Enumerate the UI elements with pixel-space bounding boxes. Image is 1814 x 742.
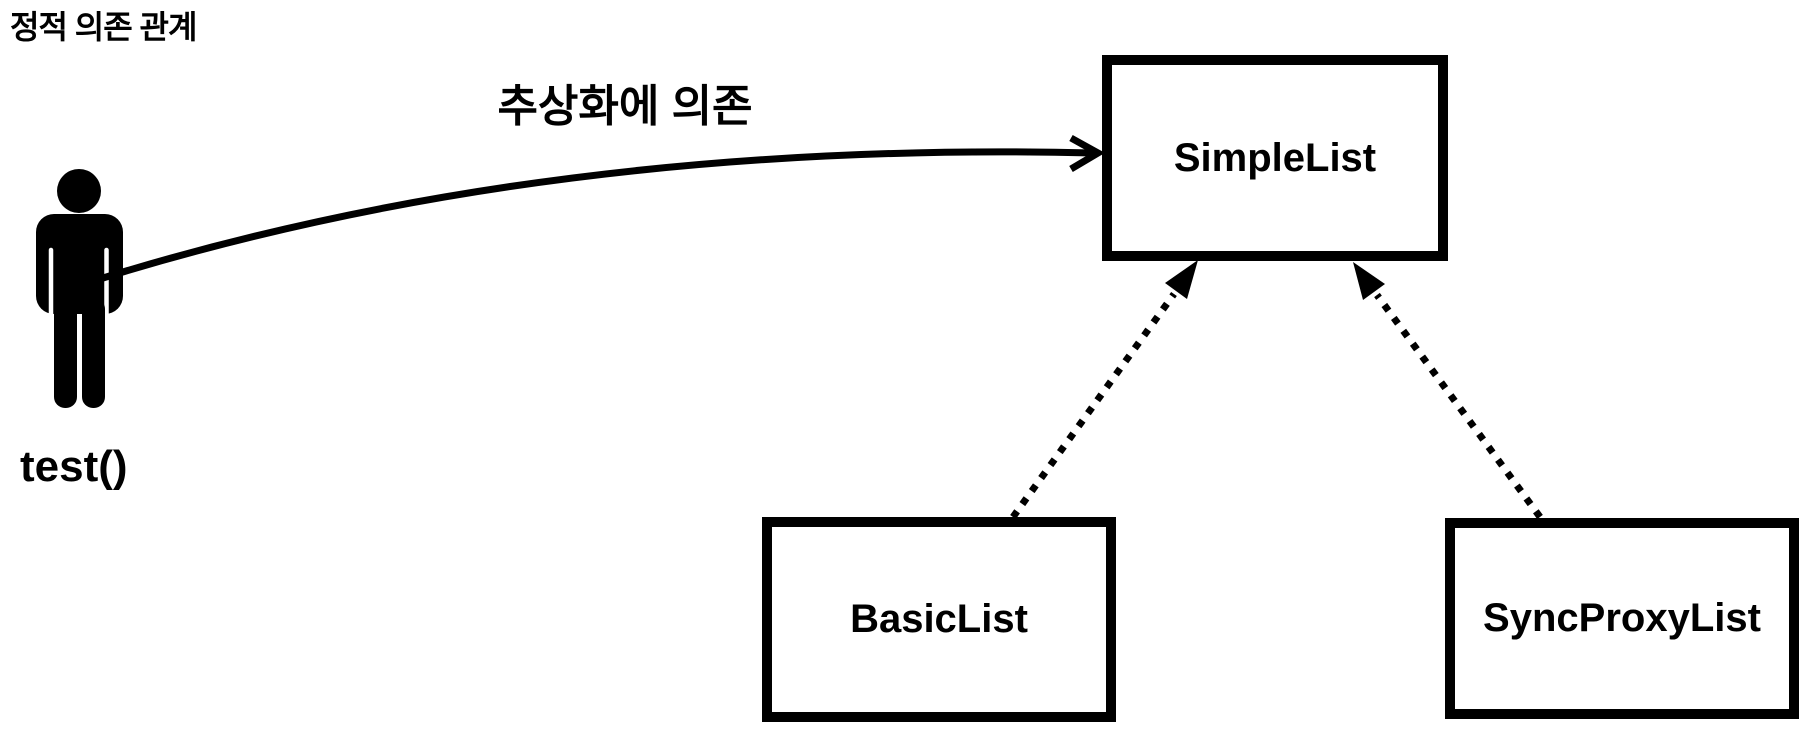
realization-arrow-syncproxylist-line: [1374, 292, 1543, 520]
realization-arrow-basiclist-line: [1010, 291, 1177, 520]
realization-arrowhead-basiclist-icon: [1165, 260, 1198, 299]
person-leg-right: [82, 298, 105, 408]
class-box-basiclist: BasicList: [762, 517, 1116, 722]
dependency-arrow-label: 추상화에 의존: [497, 82, 753, 131]
dependency-arrow-curve: [101, 148, 1095, 282]
class-label-basiclist: BasicList: [850, 597, 1028, 641]
realization-arrowhead-syncproxylist-icon: [1353, 262, 1385, 300]
realization-arrow-basiclist: [1010, 260, 1198, 520]
realization-arrow-syncproxylist: [1353, 262, 1543, 520]
person-torso-arms: [36, 214, 123, 314]
person-icon: [36, 169, 123, 408]
actor-label: test(): [20, 442, 128, 491]
class-label-syncproxylist: SyncProxyList: [1483, 596, 1761, 640]
dependency-arrowhead-icon: [1069, 134, 1106, 173]
person-leg-left: [54, 298, 77, 408]
person-head: [57, 169, 101, 213]
class-box-simplelist: SimpleList: [1102, 55, 1448, 261]
class-label-simplelist: SimpleList: [1173, 135, 1377, 180]
diagram-title: 정적 의존 관계: [10, 9, 197, 45]
dependency-arrow: [101, 134, 1106, 282]
class-box-syncproxylist: SyncProxyList: [1445, 518, 1799, 719]
